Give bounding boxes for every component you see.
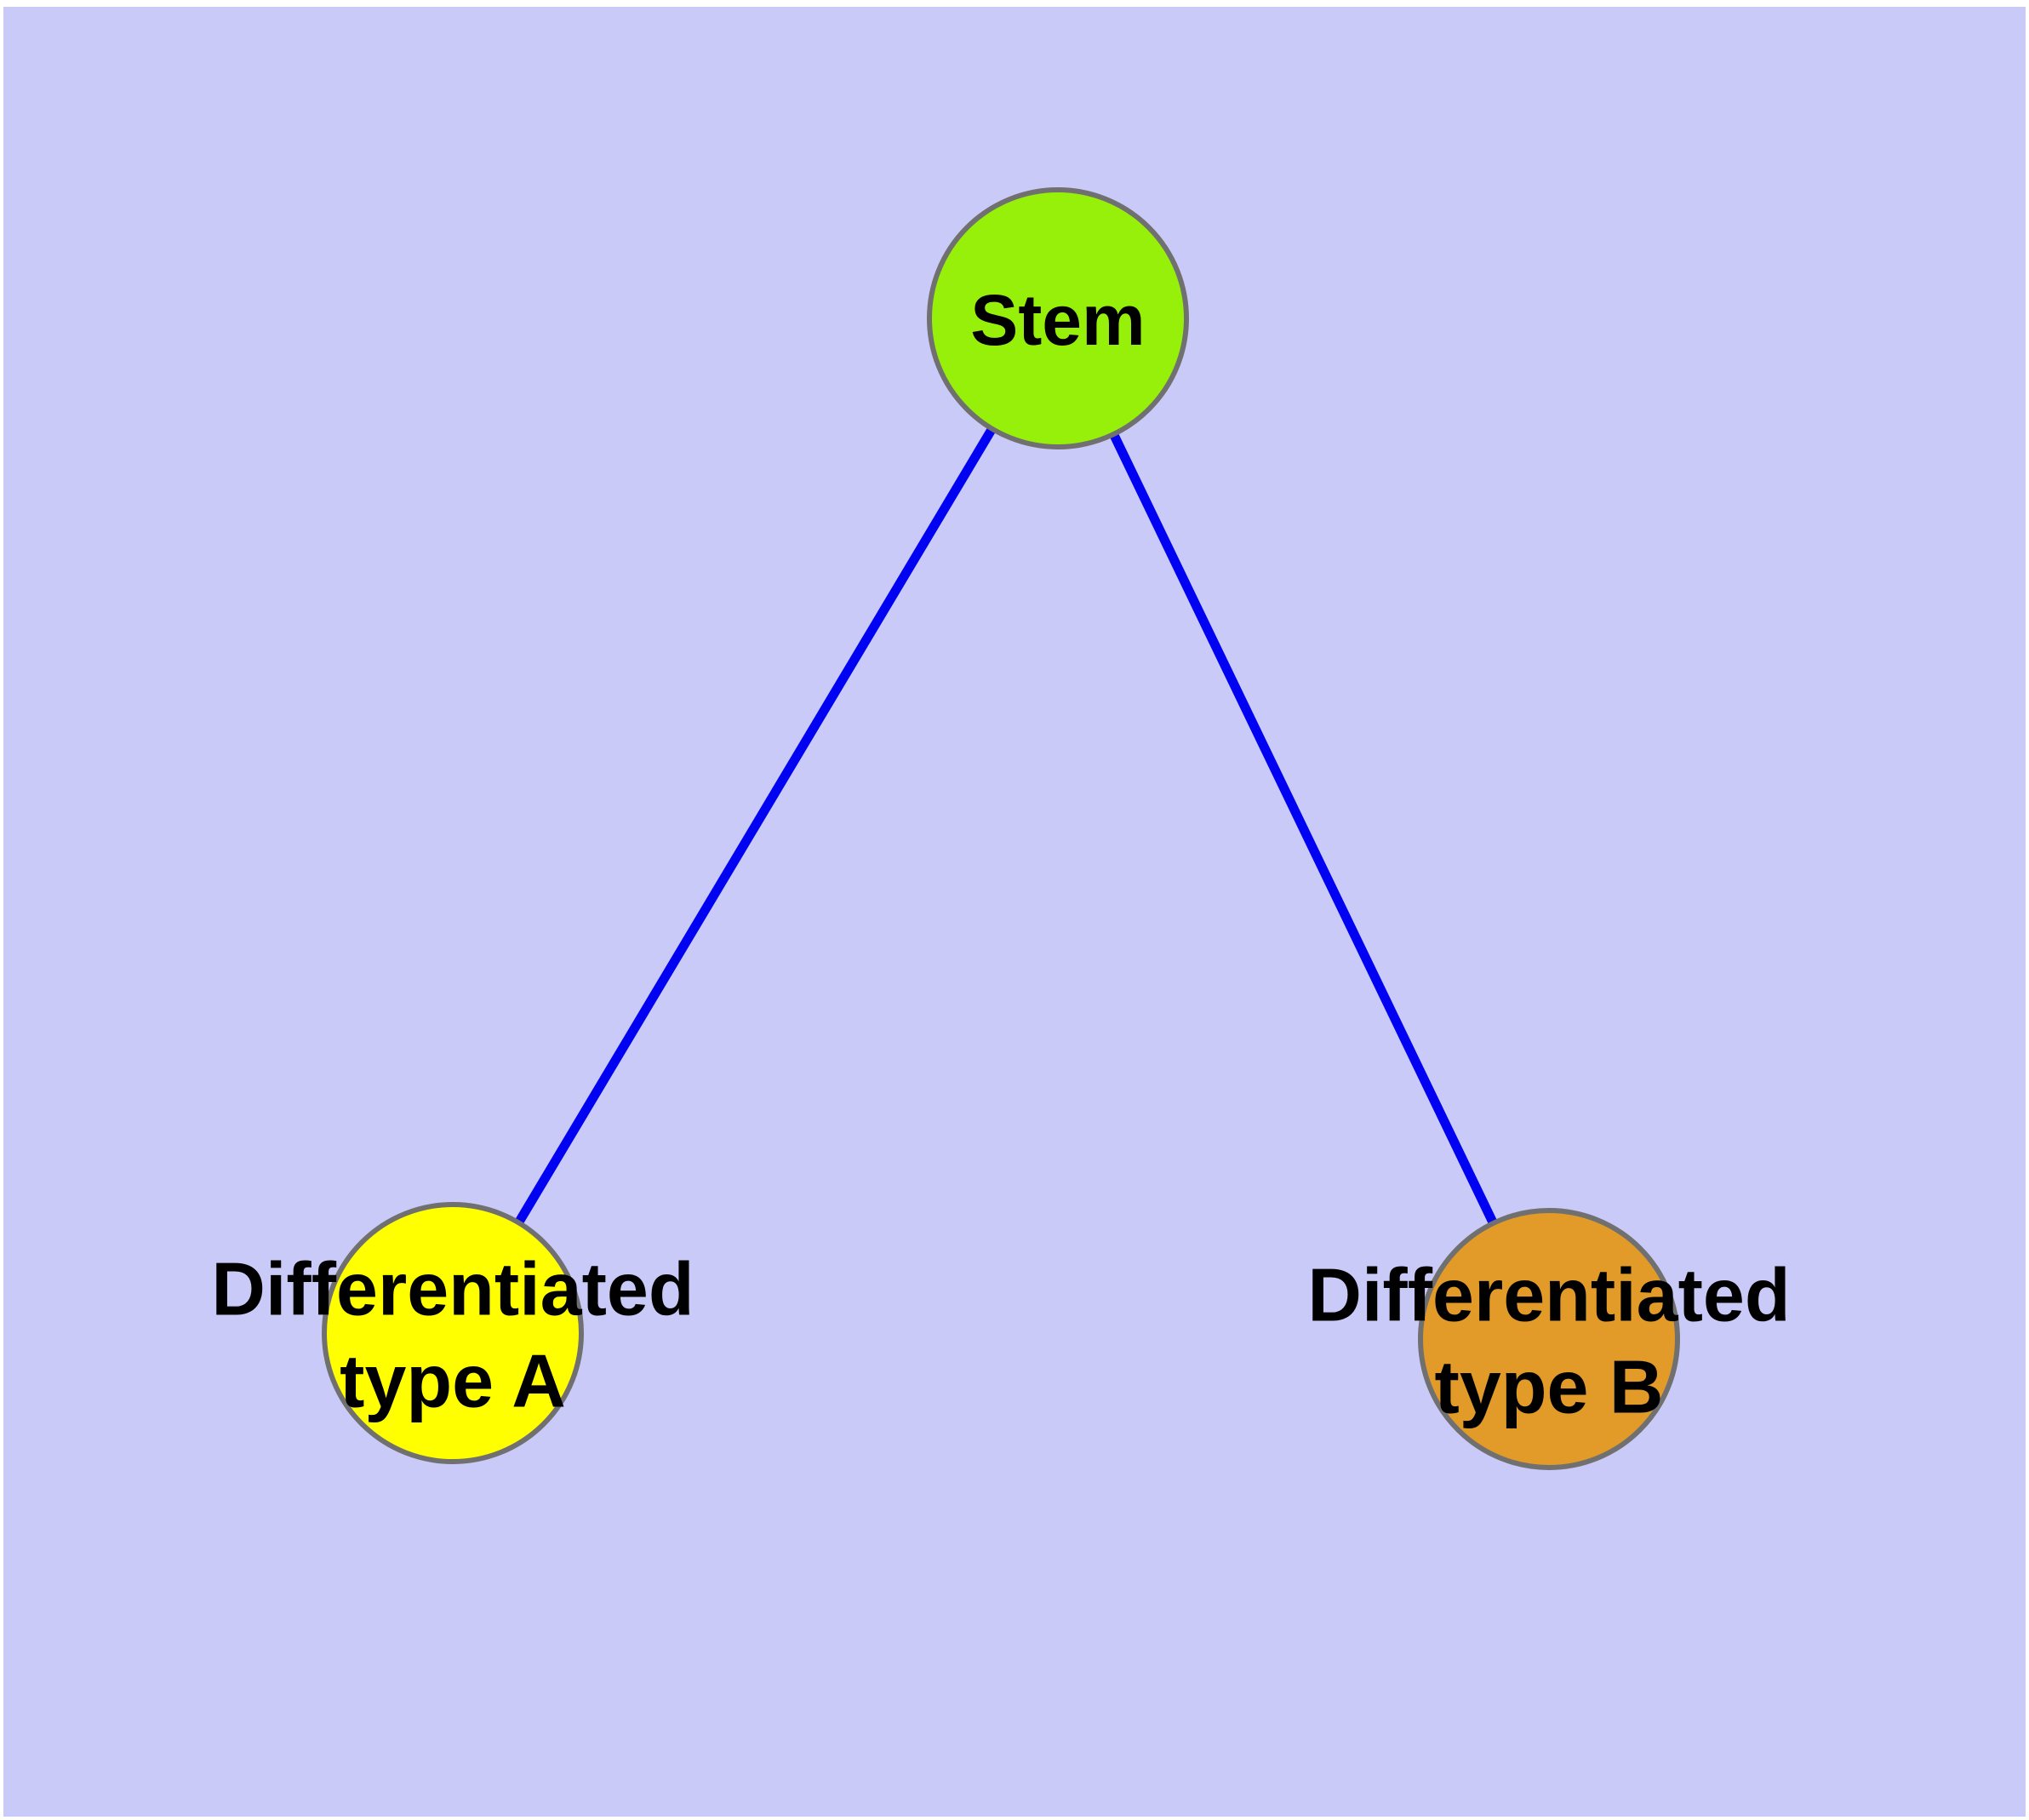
type-a-node-label-line1: Differentiated <box>211 1247 694 1331</box>
edge-stem-to-type-b <box>1054 316 1553 1342</box>
edge-stem-to-type-a <box>449 316 1062 1336</box>
type-a-node-label-line2: type A <box>340 1339 566 1423</box>
type-b-node-label-line1: Differentiated <box>1307 1253 1790 1337</box>
type-b-node-circle <box>1418 1208 1680 1470</box>
type-b-node-label-line2: type B <box>1435 1345 1664 1429</box>
type-a-node-circle <box>322 1202 584 1464</box>
stem-node-label: Stem <box>970 280 1145 360</box>
stem-node-circle <box>927 187 1189 449</box>
